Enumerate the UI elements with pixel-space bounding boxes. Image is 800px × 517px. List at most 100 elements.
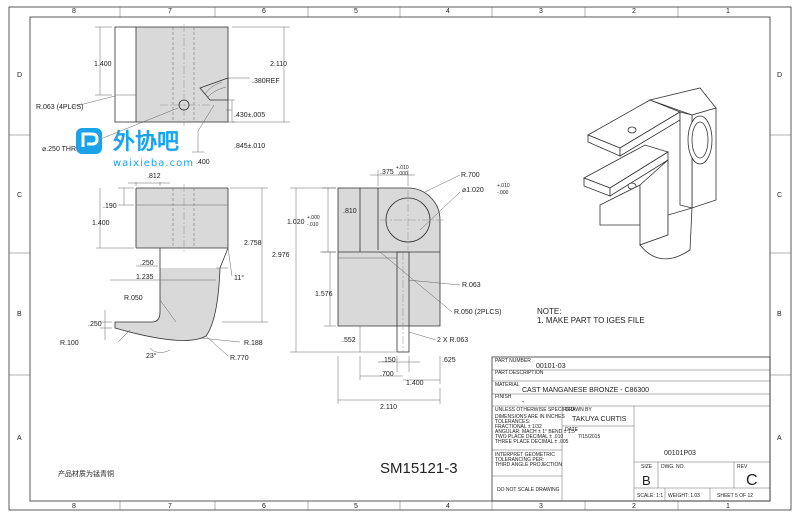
tb-unless: UNLESS OTHERWISE SPECIFIED: — [495, 407, 576, 413]
tb-tol-2: TOLERANCES: — [495, 419, 530, 425]
zone-col-4: 4 — [446, 8, 450, 15]
zone-row-d-left: D — [17, 72, 22, 79]
tb-tol-1: DIMENSIONS ARE IN INCHES — [495, 414, 565, 420]
dim-side-1020-tol-dn: -.010 — [307, 222, 319, 228]
tb-tol-5: TWO PLACE DECIMAL ± .010 — [495, 434, 563, 440]
dim-top-380ref: .380REF — [252, 78, 280, 85]
dim-front-1400: 1.400 — [92, 220, 110, 227]
dim-side-700: .700 — [380, 371, 394, 378]
dim-front-1235: 1.235 — [136, 274, 154, 281]
dim-side-375: .375 — [380, 169, 394, 176]
zone-row-d-right: D — [777, 72, 782, 79]
notes-title: NOTE: — [537, 307, 561, 316]
watermark-cn: 外协吧 — [113, 129, 179, 155]
watermark-url: waixieba.com — [113, 158, 194, 169]
dim-side-1576: 1.576 — [315, 291, 333, 298]
dim-front-190: .190 — [103, 203, 117, 210]
dim-front-r188: R.188 — [244, 340, 263, 347]
top-view: 1.400 2.110 .380REF R.063 (4PLCS) .430±.… — [36, 24, 290, 166]
tb-rev: C — [746, 472, 758, 489]
watermark-logo: 外协吧 waixieba.com — [76, 128, 194, 169]
dim-front-23deg: 23° — [146, 352, 157, 360]
tb-dwg-no-label: DWG. NO. — [661, 464, 685, 470]
dim-side-1400: 1.400 — [406, 380, 424, 387]
zone-col-2-bottom: 2 — [632, 503, 636, 510]
zone-col-8: 8 — [72, 8, 76, 15]
dim-side-2xr063: 2 X R.063 — [437, 337, 468, 344]
zone-row-a-right: A — [777, 435, 782, 442]
dim-front-2758: 2.758 — [244, 240, 262, 247]
tb-drawn-by: TAKUYA CURTIS — [572, 416, 627, 423]
tb-scale: SCALE: 1:1 — [637, 493, 663, 499]
dim-side-dia1020-tol-dn: -.000 — [497, 190, 509, 196]
tb-part-number-label: PART NUMBER — [495, 358, 531, 364]
zone-row-c-right: C — [777, 192, 782, 199]
zone-col-5-bottom: 5 — [354, 503, 358, 510]
dim-top-845: .845±.010 — [234, 143, 265, 150]
zone-col-3-bottom: 3 — [539, 503, 543, 510]
footer-note-cn: 产品材质为锰青铜 — [58, 469, 114, 478]
dim-top-430: .430±.005 — [234, 112, 265, 119]
zone-col-2: 2 — [632, 8, 636, 15]
dim-side-552: .552 — [342, 337, 356, 344]
zone-row-b-left: B — [17, 311, 22, 318]
zone-col-3: 3 — [539, 8, 543, 15]
dim-side-2110: 2.110 — [380, 404, 397, 411]
title-block: PART NUMBER 00101-03 PART DESCRIPTION MA… — [491, 356, 771, 502]
zone-col-8-bottom: 8 — [72, 503, 76, 510]
tb-material: CAST MANGANESE BRONZE - C86300 — [522, 387, 649, 394]
tb-size-label: SIZE — [641, 464, 653, 470]
dim-side-150: .150 — [382, 357, 396, 364]
tb-geo-1: INTERPRET GEOMETRIC — [495, 452, 555, 458]
tb-weight: WEIGHT: 1.03 — [668, 493, 700, 499]
dim-front-250b: .250 — [88, 321, 102, 328]
dim-front-812: .812 — [147, 173, 161, 180]
dim-side-2976: 2.976 — [272, 252, 290, 259]
zone-col-1-bottom: 1 — [726, 503, 730, 510]
side-view: .375 +.010 .000 R.700 ⌀1.020 +.010 -.000… — [272, 165, 510, 411]
zone-col-6: 6 — [262, 8, 266, 15]
dim-side-375-tol-up: +.010 — [396, 165, 409, 171]
zone-col-5: 5 — [354, 8, 358, 15]
dim-side-r050: R.050 (2PLCS) — [454, 309, 501, 316]
zone-col-4-bottom: 4 — [446, 503, 450, 510]
tb-finish: - — [522, 399, 525, 406]
tb-rev-label: REV — [737, 464, 748, 470]
dim-side-r700: R.700 — [461, 172, 480, 179]
dim-side-dia1020-tol-up: +.010 — [497, 183, 510, 189]
tb-tol-3: FRACTIONAL ± 1/32 — [495, 424, 542, 430]
tb-date-label: DATE — [565, 427, 579, 433]
notes-item-1: 1. MAKE PART TO IGES FILE — [537, 316, 645, 325]
tb-finish-label: FINISH — [495, 394, 512, 400]
tb-tol-6: THREE PLACE DECIMAL ± .005 — [495, 439, 569, 445]
zone-rows: D C B A D C B A — [17, 72, 782, 442]
tb-sheet: SHEET 5 OF 12 — [717, 493, 753, 499]
dim-top-hole: ⌀.250 THRU ALL — [42, 146, 95, 153]
zone-col-6-bottom: 6 — [262, 503, 266, 510]
front-view: .812 .190 1.400 2.758 .250 1.235 11° R.0… — [60, 173, 268, 362]
dim-side-1020: 1.020 — [287, 219, 305, 226]
dim-side-1020-tol-up: +.000 — [307, 215, 320, 221]
dim-front-r770: R.770 — [230, 355, 249, 362]
zone-col-7-bottom: 7 — [168, 503, 172, 510]
tb-tol-4: ANGULAR: MACH ± 1° BEND ± 1.5° — [495, 429, 577, 435]
dim-front-11deg: 11° — [234, 274, 244, 282]
zone-row-c-left: C — [17, 192, 22, 199]
dim-front-r050: R.050 — [124, 295, 143, 302]
tb-date: 7/15/2015 — [578, 434, 600, 440]
model-number: SM15121-3 — [380, 460, 458, 477]
isometric-view — [583, 87, 717, 260]
tb-geo-3: THIRD ANGLE PROJECTION — [495, 462, 562, 468]
dim-side-r063: R.063 — [462, 282, 481, 289]
zone-columns-top: 8 7 6 5 4 3 2 1 — [72, 8, 730, 15]
zone-row-a-left: A — [17, 435, 22, 442]
dim-side-810: .810 — [343, 208, 357, 215]
dim-top-1400: 1.400 — [94, 61, 112, 68]
tb-description-label: PART DESCRIPTION — [495, 370, 544, 376]
tb-drawing-no: 00101P03 — [664, 450, 696, 457]
dim-top-2110: 2.110 — [270, 61, 287, 68]
dim-front-r100: R.100 — [60, 340, 79, 347]
tb-geo-2: TOLERANCING PER: — [495, 457, 544, 463]
dim-side-625: .625 — [442, 357, 456, 364]
